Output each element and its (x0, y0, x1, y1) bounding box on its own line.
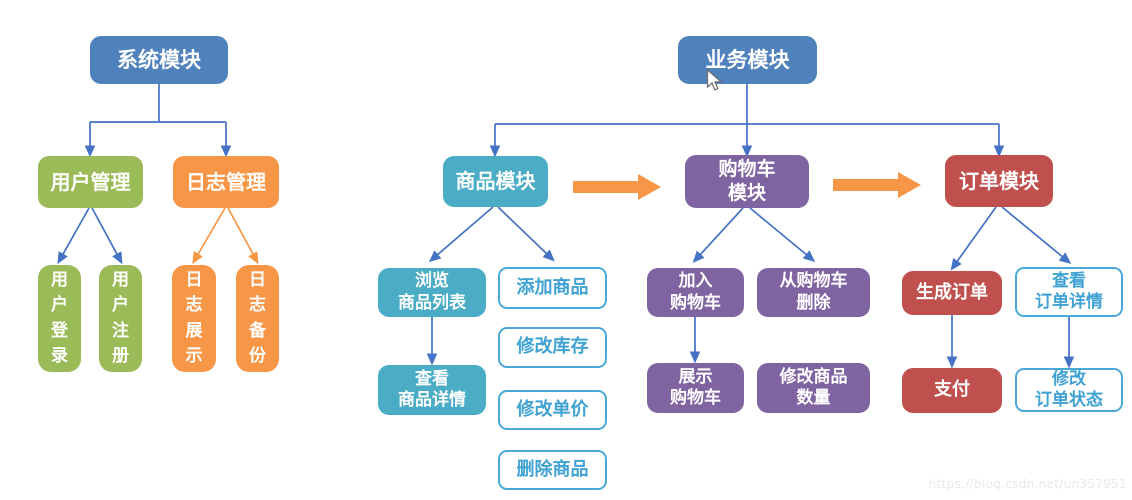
node-label: 展示 购物车 (670, 366, 721, 408)
node-label: 日 志 展 示 (185, 270, 203, 366)
node-add-to-cart: 加入 购物车 (647, 268, 744, 317)
node-system-module: 系统模块 (90, 36, 228, 84)
node-pay: 支付 (902, 368, 1002, 413)
arrow-to-view-order (1001, 206, 1072, 264)
watermark-url: https://blog.csdn.net/un357951 (928, 477, 1127, 491)
arrow-to-add-cart (692, 207, 744, 263)
node-modify-stock: 修改库存 (498, 327, 607, 368)
node-label: 订单模块 (959, 168, 1039, 193)
node-label: 从购物车 删除 (779, 271, 848, 313)
mouse-cursor-icon (706, 68, 723, 97)
node-log-mgmt: 日志管理 (173, 156, 279, 208)
node-view-product-detail: 查看 商品详情 (378, 365, 486, 415)
node-label: 业务模块 (705, 47, 790, 72)
arrow-to-create-order (950, 206, 997, 271)
arrow-to-add-product (497, 206, 555, 262)
node-label: 系统模块 (117, 47, 201, 72)
node-label: 支付 (934, 379, 970, 401)
node-label: 查看 订单详情 (1035, 270, 1103, 312)
node-label: 购物车 模块 (718, 157, 776, 204)
node-create-order: 生成订单 (902, 271, 1002, 315)
node-label: 查看 商品详情 (398, 368, 466, 410)
node-label: 修改单价 (516, 398, 589, 420)
node-show-cart: 展示 购物车 (647, 363, 744, 413)
node-user-register: 用 户 注 册 (99, 265, 142, 372)
node-order-module: 订单模块 (945, 155, 1053, 207)
node-label: 修改库存 (516, 336, 589, 358)
node-delete-product: 删除商品 (498, 450, 607, 490)
node-cart-module: 购物车 模块 (685, 155, 809, 208)
arrow-to-remove-cart (749, 207, 816, 262)
node-business-module: 业务模块 (678, 36, 817, 84)
node-label: 修改 订单状态 (1035, 368, 1103, 410)
node-add-product: 添加商品 (498, 267, 607, 309)
node-label: 日志管理 (186, 169, 266, 194)
arrow-to-browse-list (428, 206, 494, 263)
node-label: 用 户 登 录 (51, 270, 68, 366)
node-user-login: 用 户 登 录 (38, 265, 81, 372)
node-modify-price: 修改单价 (498, 390, 607, 430)
node-label: 用 户 注 册 (112, 270, 129, 366)
process-arrow-cart-to-order (833, 172, 921, 198)
node-label: 修改商品 数量 (779, 366, 848, 408)
node-label: 删除商品 (516, 458, 589, 480)
node-label: 生成订单 (916, 281, 988, 303)
node-label: 商品模块 (455, 169, 536, 193)
node-modify-quantity: 修改商品 数量 (757, 363, 870, 413)
node-label: 日 志 备 份 (249, 270, 266, 366)
connector-system-split (90, 84, 226, 123)
node-product-module: 商品模块 (443, 156, 548, 207)
node-label: 用户管理 (50, 169, 131, 194)
node-log-display: 日 志 展 示 (172, 265, 216, 372)
node-label: 加入 购物车 (670, 271, 721, 313)
node-user-mgmt: 用户管理 (38, 156, 143, 208)
node-remove-from-cart: 从购物车 删除 (757, 268, 870, 317)
node-label: 添加商品 (516, 276, 589, 298)
process-arrow-product-to-cart (573, 174, 661, 200)
arrow-to-log-backup (227, 207, 259, 265)
node-browse-product-list: 浏览 商品列表 (378, 268, 486, 317)
arrow-to-user-login (57, 207, 90, 265)
arrow-to-user-register (91, 207, 123, 265)
business-tree-connectors (426, 84, 1075, 369)
log-tree-connectors (192, 207, 259, 265)
node-log-backup: 日 志 备 份 (236, 265, 279, 372)
node-label: 浏览 商品列表 (398, 271, 466, 313)
node-view-order-detail: 查看 订单详情 (1015, 267, 1123, 317)
arrow-to-log-display (192, 207, 226, 265)
node-modify-order-status: 修改 订单状态 (1015, 368, 1123, 412)
